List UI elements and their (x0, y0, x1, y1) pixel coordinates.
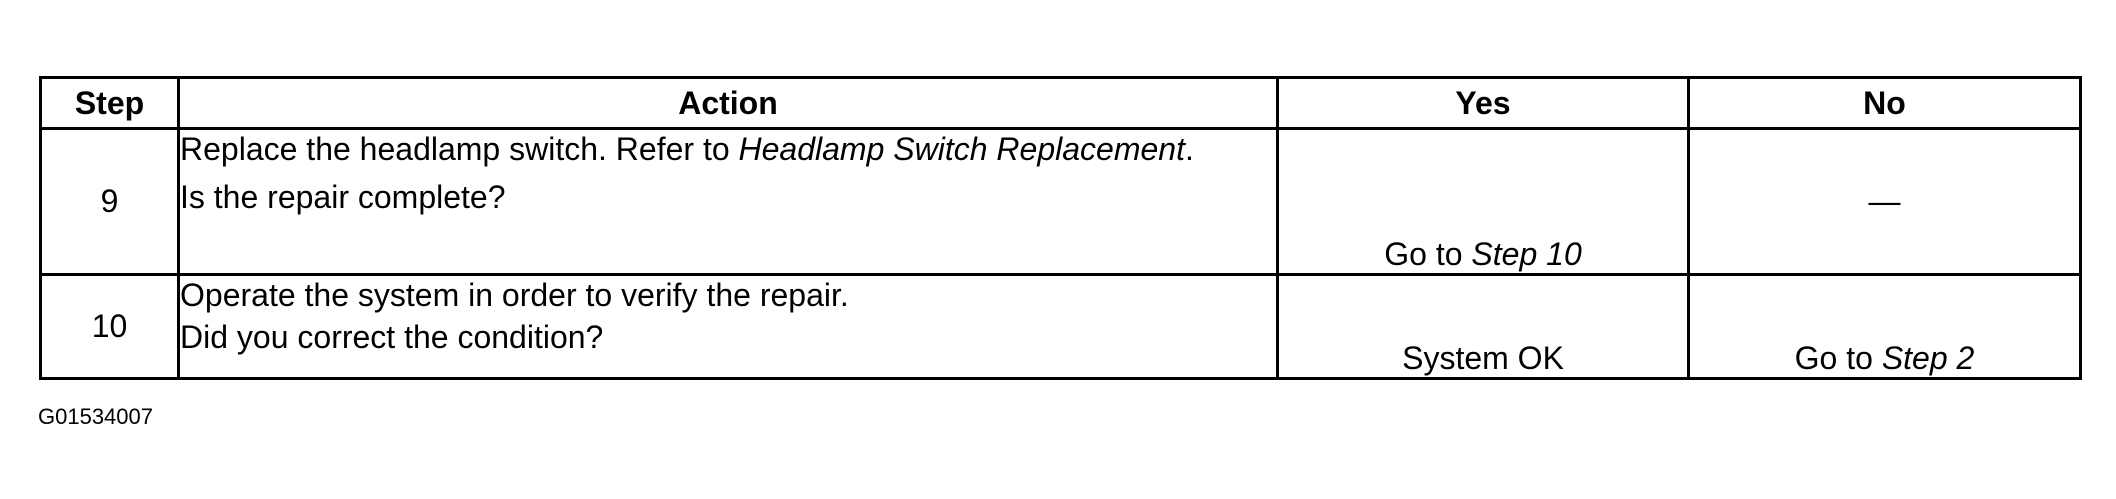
action-question: Did you correct the condition? (180, 319, 604, 355)
header-no: No (1687, 76, 2082, 130)
figure-id: G01534007 (38, 404, 153, 429)
step-number: 9 (39, 127, 180, 276)
header-yes: Yes (1276, 76, 1690, 130)
no-cell: — (1687, 127, 2082, 276)
table-row: 9 Replace the headlamp switch. Refer to … (39, 127, 2082, 276)
action-reference: Headlamp Switch Replacement (738, 131, 1185, 167)
table-row: 10 Operate the system in order to verify… (39, 273, 2082, 380)
yes-cell: System OK (1276, 273, 1690, 380)
diagnostic-table: Step Action Yes No 9 Replace the headlam… (39, 76, 2082, 380)
yes-prefix: Go to (1384, 236, 1472, 272)
header-row: Step Action Yes No (39, 76, 2082, 130)
no-step-reference: Step 2 (1881, 340, 1975, 376)
header-action: Action (177, 76, 1279, 130)
yes-step-reference: Step 10 (1471, 236, 1582, 272)
action-cell: Operate the system in order to verify th… (177, 273, 1279, 380)
header-step: Step (39, 76, 180, 130)
action-instruction: Replace the headlamp switch. Refer to He… (180, 130, 1276, 168)
action-cell: Replace the headlamp switch. Refer to He… (177, 127, 1279, 276)
action-question: Is the repair complete? (180, 179, 506, 215)
no-cell: Go to Step 2 (1687, 273, 2082, 380)
action-instruction: Operate the system in order to verify th… (180, 277, 849, 313)
no-prefix: Go to (1794, 340, 1882, 376)
yes-cell: Go to Step 10 (1276, 127, 1690, 276)
step-number: 10 (39, 273, 180, 380)
action-suffix: . (1184, 131, 1194, 167)
action-text: Replace the headlamp switch. Refer to (180, 131, 739, 167)
